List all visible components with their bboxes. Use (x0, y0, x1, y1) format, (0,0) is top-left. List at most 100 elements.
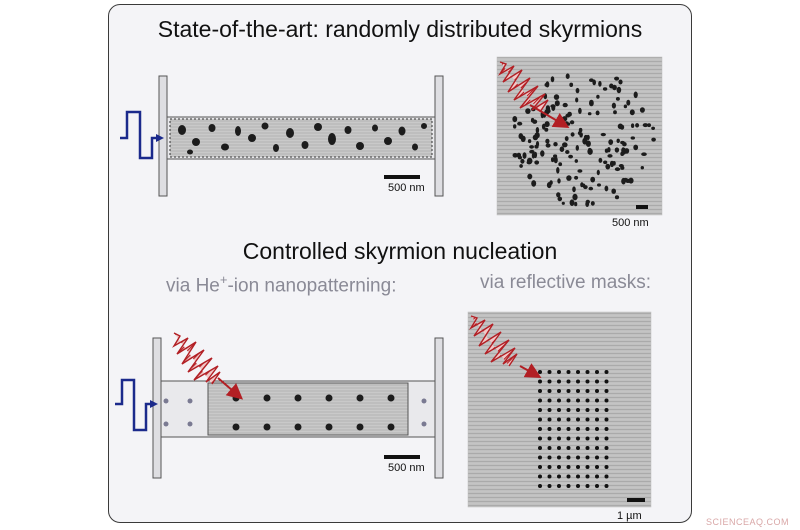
skyrmion-dot (595, 379, 599, 384)
skyrmion-dot (547, 446, 552, 450)
skyrmion-dot (538, 446, 542, 450)
skyrmion-dot (569, 82, 574, 88)
skyrmion-dot (570, 132, 575, 137)
skyrmion-dot (576, 389, 580, 393)
skyrmion-dot (534, 160, 540, 165)
skyrmion-dot (557, 455, 561, 460)
skyrmion-dot (585, 484, 590, 488)
skyrmion-dot (633, 144, 639, 151)
skyrmion-dot (604, 417, 609, 422)
subtitle-reflective-masks: via reflective masks: (480, 272, 652, 293)
skyrmion-dot (604, 398, 609, 403)
image-top-right (496, 56, 663, 216)
skyrmion-dot (566, 484, 571, 488)
skyrmion-dot (587, 112, 592, 116)
skyrmion-dot (595, 398, 599, 403)
skyrmion-dot (550, 157, 556, 161)
skyrmion-dot (576, 417, 580, 422)
skyrmion-dot (558, 162, 563, 167)
skyrmion-dot (604, 427, 609, 431)
skyrmion-dot (557, 408, 561, 412)
skyrmion-dot (566, 417, 571, 422)
skyrmion-dot (556, 192, 561, 198)
skyrmion-dot (534, 132, 540, 139)
skyrmion-dot (611, 102, 617, 109)
skyrmion-dot (629, 109, 635, 116)
skyrmion-dot (547, 427, 552, 431)
skyrmion-dot (527, 173, 533, 180)
skyrmion-dot (576, 370, 580, 374)
skyrmion-dot (613, 110, 617, 115)
skyrmion-dot (623, 104, 628, 109)
skyrmion-dot (576, 446, 580, 450)
skyrmion-dot (547, 370, 552, 374)
skyrmion-dot (616, 138, 620, 143)
skyrmion-dot (547, 436, 552, 441)
skyrmion-dot (541, 123, 546, 130)
skyrmion-dot (651, 126, 655, 130)
skyrmion-dot (604, 455, 609, 460)
skyrmion-dot (566, 436, 571, 441)
skyrmion-dot (576, 408, 580, 412)
skyrmion-dot (585, 389, 590, 393)
skyrmion-dot (547, 465, 552, 469)
skyrmion-dot (630, 136, 635, 140)
skyrmion-dot (595, 484, 599, 488)
skyrmion-dot (595, 417, 599, 422)
skyrmion-dot (565, 150, 570, 154)
skyrmion-dot (572, 186, 576, 193)
arrow-icon (217, 377, 244, 400)
skyrmion-dot (602, 87, 608, 91)
skyrmion-dot (588, 147, 592, 152)
skyrmion-dot (557, 178, 561, 184)
skyrmion-dot (538, 408, 542, 412)
track-image-random (169, 118, 433, 158)
skyrmion-dot (557, 474, 561, 479)
skyrmion-dot (575, 87, 580, 94)
skyrmion-dot (554, 100, 560, 107)
skyrmion-dot (550, 104, 556, 108)
skyrmion-dot (577, 169, 583, 173)
skyrmion-dot (576, 379, 580, 384)
skyrmion-dot (566, 370, 571, 374)
skyrmion-dot (578, 127, 583, 133)
skyrmion-dot (590, 201, 595, 206)
scalebar-label-bottom-left: 500 nm (388, 462, 425, 474)
skyrmion-dot (566, 379, 571, 384)
skyrmion-dot (561, 116, 568, 122)
skyrmion-dot (538, 455, 542, 460)
skyrmion-dot (562, 102, 568, 108)
skyrmion-dot (527, 139, 532, 144)
skyrmions-random (178, 122, 427, 155)
skyrmion-dot (585, 436, 590, 441)
skyrmion-dot (566, 446, 571, 450)
skyrmion-dot (531, 180, 537, 187)
skyrmion-dot (566, 427, 571, 431)
skyrmion-dot (604, 370, 609, 374)
skyrmion-dot (553, 142, 558, 147)
skyrmion-dot (581, 183, 586, 188)
skyrmion-dot (538, 474, 542, 479)
skyrmion-dot (585, 379, 590, 384)
skyrmions-ordered (232, 394, 395, 431)
current-pulse-icon (115, 378, 154, 432)
skyrmion-dot (585, 417, 590, 422)
title-state-of-the-art: State-of-the-art: randomly distributed s… (157, 16, 643, 42)
subtitle-ion-nanopatterning: via He+-ion nanopatterning: (166, 272, 396, 297)
skyrmion-dot (547, 398, 552, 403)
skyrmion-dot (556, 167, 560, 174)
skyrmion-dot (538, 389, 542, 393)
skyrmion-dot (566, 408, 571, 412)
skyrmion-dot (557, 446, 561, 450)
skyrmion-dot (547, 484, 552, 488)
skyrmion-dot (557, 417, 561, 422)
skyrmion-dot (568, 154, 573, 159)
skyrmion-dot (642, 123, 649, 128)
skyrmion-dot (538, 379, 542, 384)
skyrmion-dot (633, 91, 638, 99)
skyrmion-dot (574, 175, 579, 180)
skyrmion-dot (512, 116, 518, 123)
skyrmion-dot (557, 389, 561, 393)
skyrmion-dot (538, 370, 542, 374)
skyrmion-dot (595, 427, 599, 431)
